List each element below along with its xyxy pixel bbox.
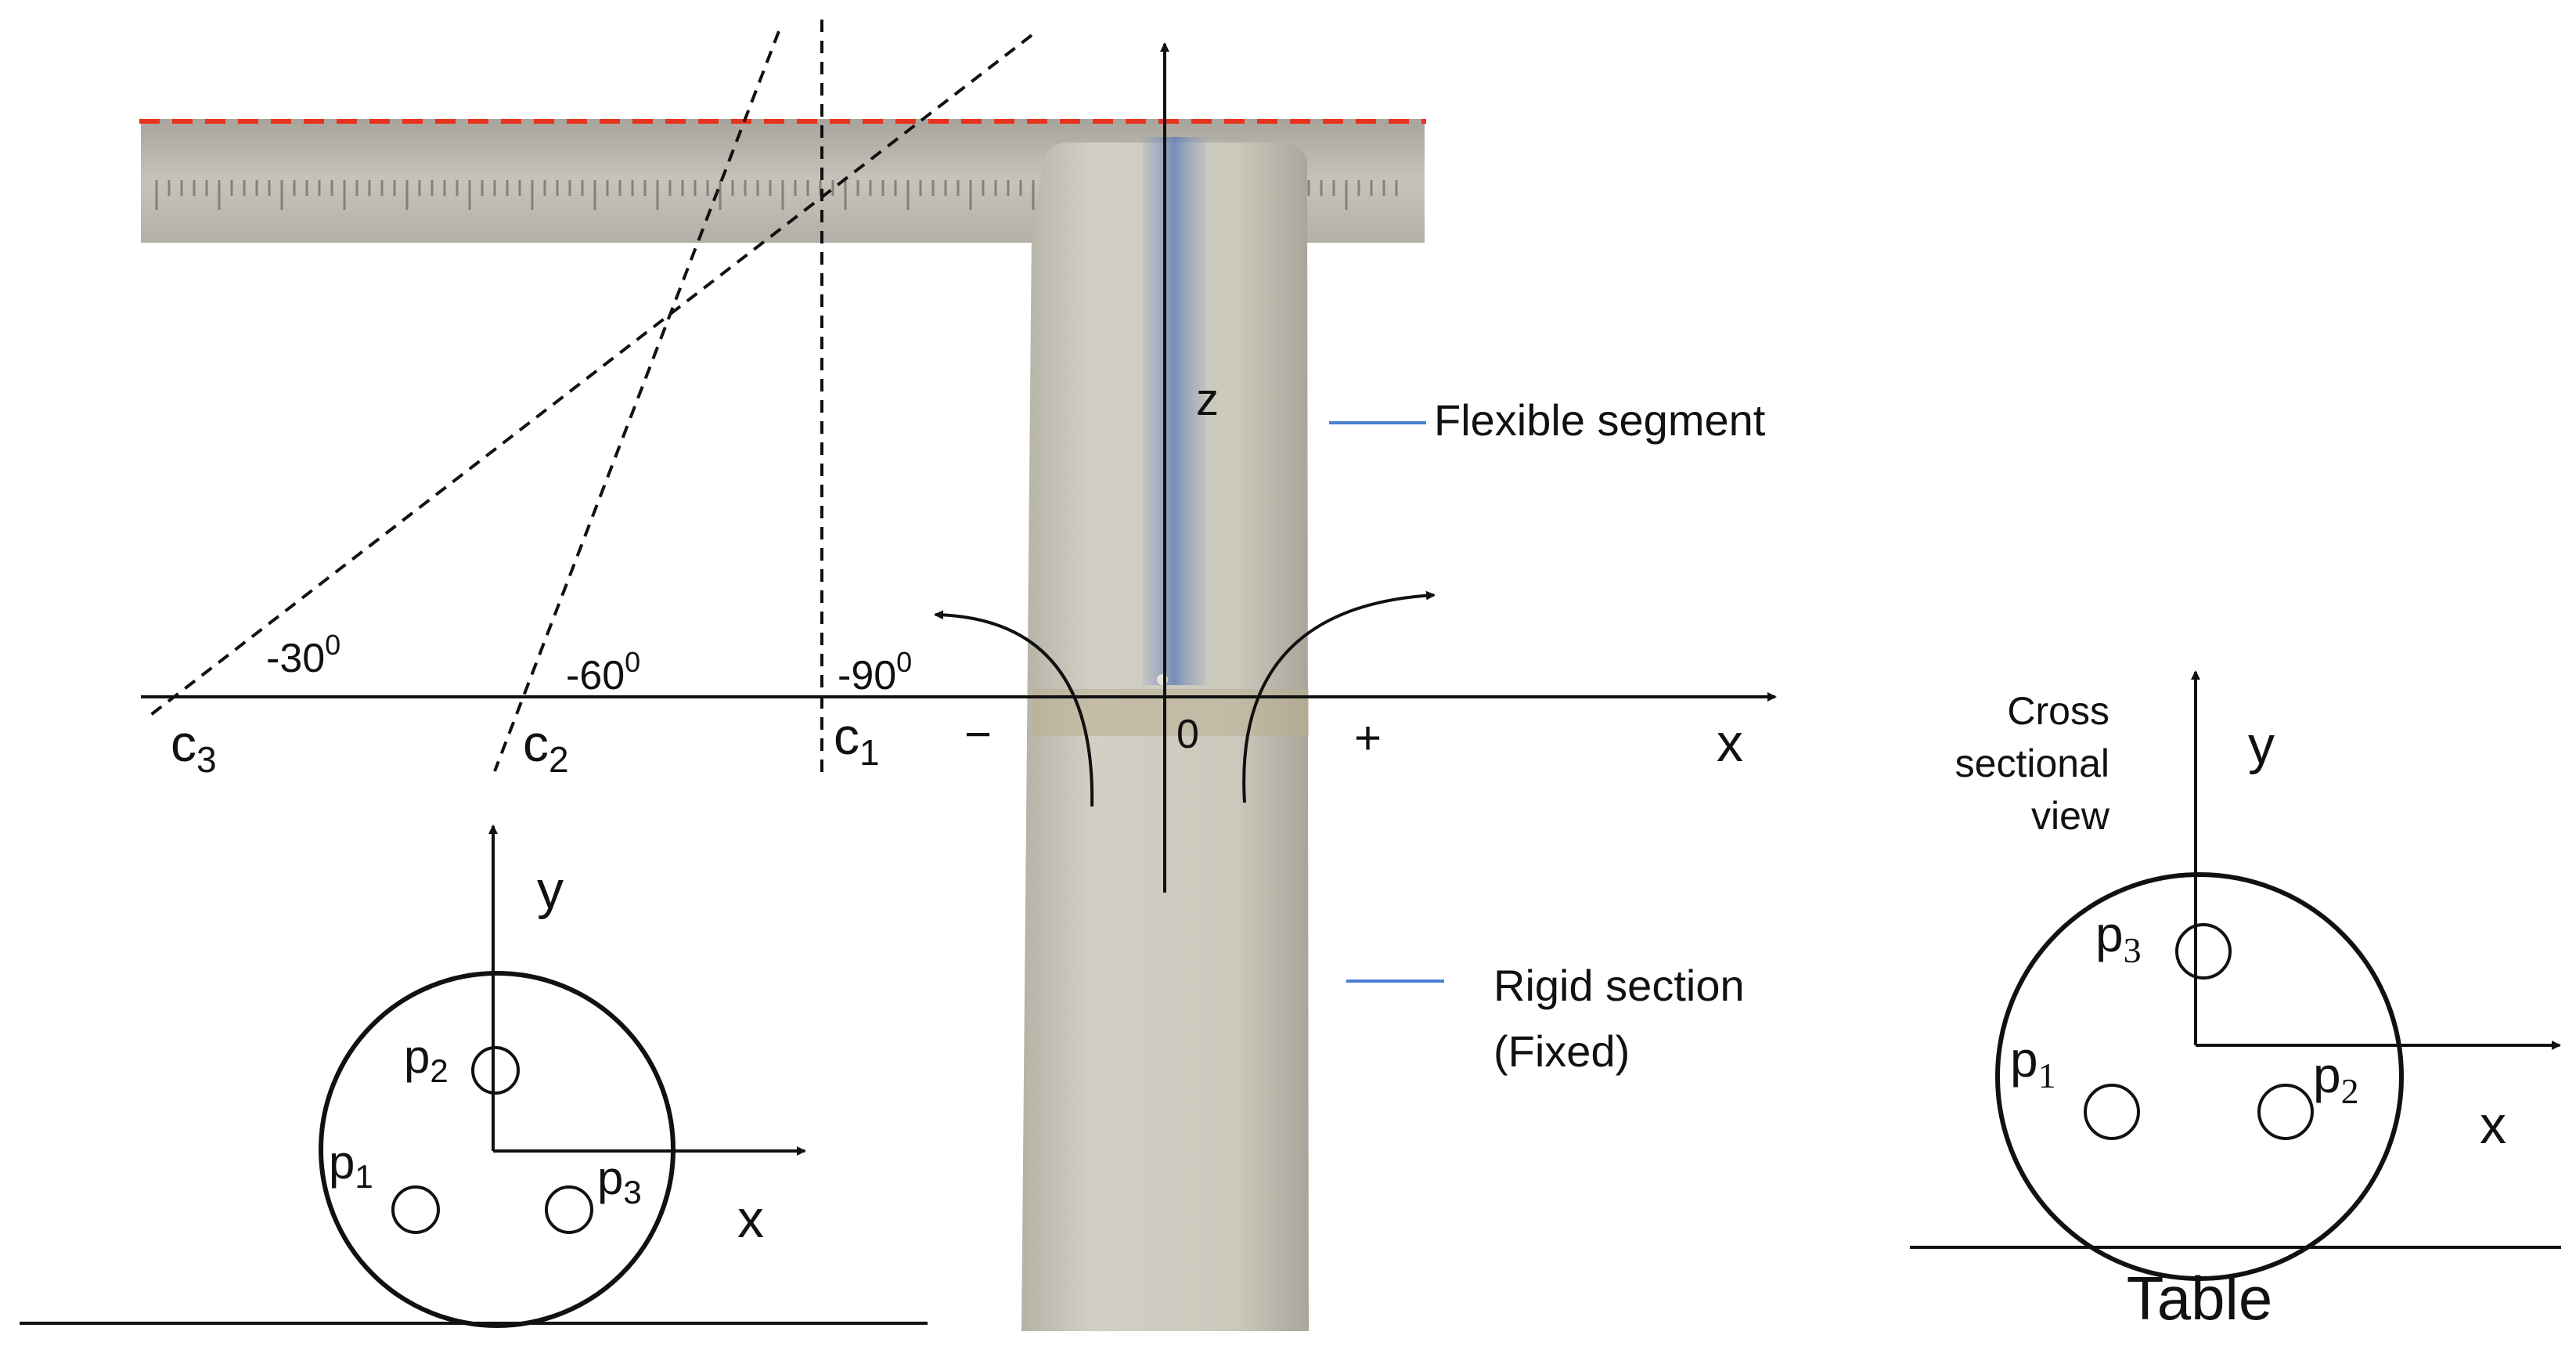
left-label-p2: p2 <box>404 1030 449 1089</box>
bend-arrow-left <box>934 610 1094 807</box>
left-hole-p3 <box>545 1185 593 1234</box>
right-hole-p3 <box>2175 923 2232 980</box>
left-hole-p1 <box>391 1185 440 1234</box>
dashed-construction-lines <box>147 20 1033 775</box>
plus-label: + <box>1354 712 1382 764</box>
rigid-legend-label-2: (Fixed) <box>1493 1026 1630 1076</box>
svg-text:-900: -900 <box>838 646 912 698</box>
cross-point-c1: c1 -900 <box>834 646 912 773</box>
right-x-label: x <box>2480 1095 2506 1155</box>
svg-text:c2: c2 <box>523 714 569 780</box>
table-label: Table <box>2127 1264 2272 1333</box>
cross-point-c2: c2 -600 <box>523 646 640 780</box>
z-axis-label: z <box>1196 374 1219 425</box>
right-hole-p1 <box>2084 1084 2140 1140</box>
bend-arrow-right <box>1242 590 1436 803</box>
left-cross-section: y x p2 p1 p3 <box>20 824 928 1328</box>
origin-label: 0 <box>1176 712 1199 757</box>
left-label-p1: p1 <box>329 1136 373 1195</box>
right-label-p2: p2 <box>2313 1047 2359 1111</box>
legend: Flexible segment Rigid section (Fixed) <box>1329 395 1766 1076</box>
diagonal-60-line <box>493 31 780 772</box>
right-label-p3: p3 <box>2095 906 2142 970</box>
svg-text:-300: -300 <box>266 629 340 681</box>
flexible-legend-label: Flexible segment <box>1434 395 1766 445</box>
left-x-label: x <box>737 1189 764 1249</box>
cross-section-title-3: view <box>2031 794 2110 838</box>
svg-text:c3: c3 <box>171 714 217 780</box>
svg-text:c1: c1 <box>834 707 880 773</box>
right-section-circle <box>1995 872 2404 1281</box>
cross-section-title-2: sectional <box>1955 741 2109 785</box>
left-y-label: y <box>537 861 564 920</box>
right-cross-section: Cross sectional view y x Table p3 p1 p2 <box>1910 670 2561 1333</box>
left-hole-p2 <box>471 1046 520 1095</box>
left-label-p3: p3 <box>597 1152 642 1210</box>
right-hole-p2 <box>2257 1084 2314 1140</box>
svg-text:-600: -600 <box>566 646 640 698</box>
right-label-p1: p1 <box>2010 1031 2056 1095</box>
cross-section-title-1: Cross <box>2007 689 2109 733</box>
x-axis-label: x <box>1717 713 1743 773</box>
minus-label: − <box>964 708 992 760</box>
right-y-label: y <box>2248 716 2275 775</box>
diagonal-30-line <box>147 34 1033 718</box>
cross-point-c3: c3 -300 <box>171 629 340 780</box>
rigid-legend-label-1: Rigid section <box>1493 961 1745 1010</box>
